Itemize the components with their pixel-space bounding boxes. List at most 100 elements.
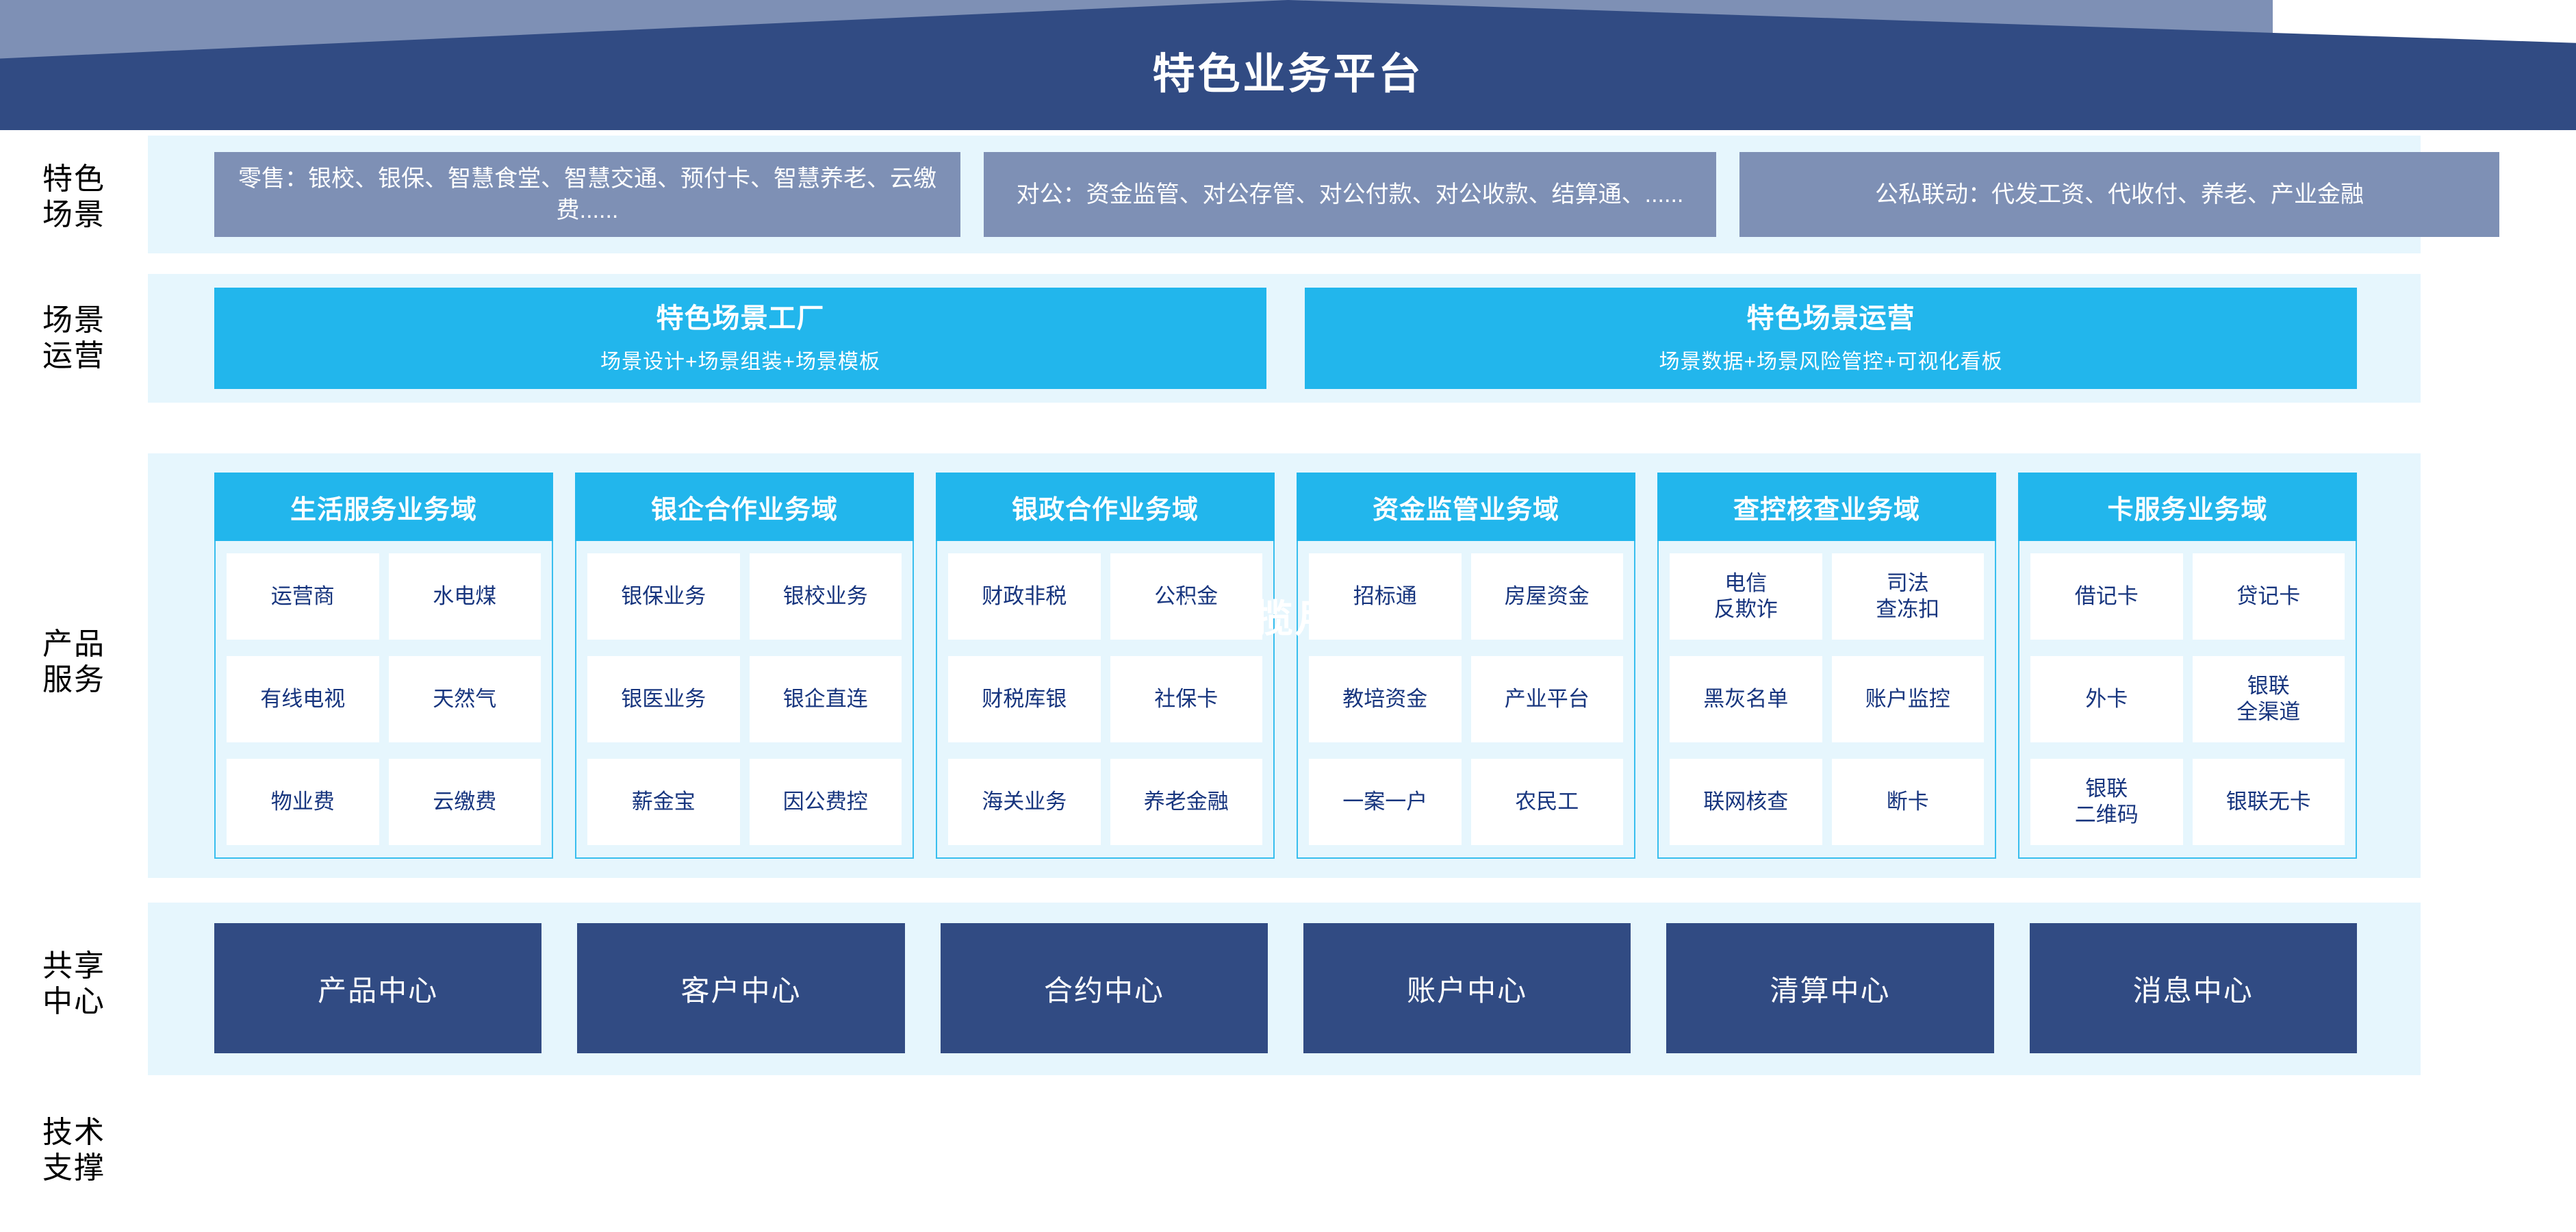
operations-subtitle: 场景设计+场景组装+场景模板 xyxy=(600,351,881,373)
shared-center-panel: 产品中心客户中心合约中心账户中心清算中心消息中心 xyxy=(148,903,2421,1075)
product-item-cell[interactable]: 财税库银 xyxy=(948,656,1101,742)
product-domain-column: 银政合作业务域财政非税公积金财税库银社保卡海关业务养老金融 xyxy=(936,473,1275,859)
product-item-cell[interactable]: 社保卡 xyxy=(1110,656,1262,742)
product-item-row: 外卡银联全渠道 xyxy=(2030,656,2345,742)
shared-center-row: 产品中心客户中心合约中心账户中心清算中心消息中心 xyxy=(214,923,2357,1053)
product-domain-items: 财政非税公积金财税库银社保卡海关业务养老金融 xyxy=(936,541,1275,859)
product-item-cell[interactable]: 房屋资金 xyxy=(1470,553,1623,640)
product-domain-column: 生活服务业务域运营商水电煤有线电视天然气物业费云缴费 xyxy=(214,473,553,859)
product-domain-items: 借记卡贷记卡外卡银联全渠道银联二维码银联无卡 xyxy=(2018,541,2357,859)
scenario-box-row: 零售：银校、银保、智慧食堂、智慧交通、预付卡、智慧养老、云缴费...... 对公… xyxy=(214,152,2499,237)
product-domain-title[interactable]: 银企合作业务域 xyxy=(575,473,914,541)
rail-label-product: 产品 服务 xyxy=(0,627,148,698)
operations-box-scene-factory[interactable]: 特色场景工厂 场景设计+场景组装+场景模板 xyxy=(214,288,1266,389)
product-item-row: 银保业务银校业务 xyxy=(587,553,902,640)
product-item-row: 电信反欺诈司法查冻扣 xyxy=(1670,553,1984,640)
scenario-box-public-private[interactable]: 公私联动：代发工资、代收付、养老、产业金融 xyxy=(1739,152,2499,237)
shared-center-box[interactable]: 客户中心 xyxy=(577,923,905,1053)
rail-label-shared-line1: 共享 xyxy=(42,949,105,983)
product-domain-column: 资金监管业务域招标通房屋资金教培资金产业平台一案一户农民工 xyxy=(1297,473,1635,859)
product-item-cell[interactable]: 教培资金 xyxy=(1309,656,1462,742)
product-item-cell[interactable]: 银医业务 xyxy=(587,656,740,742)
operations-box-scene-operation[interactable]: 特色场景运营 场景数据+场景风险管控+可视化看板 xyxy=(1305,288,2357,389)
product-item-cell[interactable]: 农民工 xyxy=(1470,759,1623,845)
scenario-panel: 零售：银校、银保、智慧食堂、智慧交通、预付卡、智慧养老、云缴费...... 对公… xyxy=(148,136,2499,253)
product-item-cell[interactable]: 因公费控 xyxy=(749,759,902,845)
shared-center-box[interactable]: 合约中心 xyxy=(940,923,1268,1053)
rail-label-scenario: 特色 场景 xyxy=(0,162,148,233)
product-item-cell[interactable]: 财政非税 xyxy=(948,553,1101,640)
product-item-cell[interactable]: 借记卡 xyxy=(2030,553,2183,640)
product-item-cell[interactable]: 公积金 xyxy=(1110,553,1262,640)
product-item-cell[interactable]: 薪金宝 xyxy=(587,759,740,845)
product-domain-title[interactable]: 银政合作业务域 xyxy=(936,473,1275,541)
product-item-cell[interactable]: 贷记卡 xyxy=(2192,553,2345,640)
rail-label-scenario-line1: 特色 xyxy=(42,162,105,196)
product-item-cell[interactable]: 银企直连 xyxy=(749,656,902,742)
product-item-cell[interactable]: 银校业务 xyxy=(749,553,902,640)
product-domain-column: 卡服务业务域借记卡贷记卡外卡银联全渠道银联二维码银联无卡 xyxy=(2018,473,2357,859)
shared-center-box[interactable]: 消息中心 xyxy=(2029,923,2357,1053)
product-item-cell[interactable]: 水电煤 xyxy=(388,553,541,640)
operations-title: 特色场景工厂 xyxy=(656,303,825,334)
rail-label-product-line1: 产品 xyxy=(42,627,105,661)
rail-label-tech: 技术 支撑 xyxy=(0,1115,148,1186)
product-item-cell[interactable]: 云缴费 xyxy=(388,759,541,845)
product-item-cell[interactable]: 运营商 xyxy=(227,553,379,640)
product-item-cell[interactable]: 司法查冻扣 xyxy=(1831,553,1984,640)
shared-center-box[interactable]: 账户中心 xyxy=(1303,923,1631,1053)
operations-box-row: 特色场景工厂 场景设计+场景组装+场景模板 特色场景运营 场景数据+场景风险管控… xyxy=(214,288,2357,389)
product-domain-column: 查控核查业务域电信反欺诈司法查冻扣黑灰名单账户监控联网核查断卡 xyxy=(1657,473,1996,859)
rail-label-scenario-line2: 场景 xyxy=(42,197,105,231)
product-item-cell[interactable]: 银联二维码 xyxy=(2030,759,2183,845)
product-item-cell[interactable]: 银联无卡 xyxy=(2192,759,2345,845)
product-item-row: 联网核查断卡 xyxy=(1670,759,1984,845)
product-item-cell[interactable]: 产业平台 xyxy=(1470,656,1623,742)
product-item-row: 薪金宝因公费控 xyxy=(587,759,902,845)
shared-center-box[interactable]: 产品中心 xyxy=(214,923,542,1053)
product-item-cell[interactable]: 外卡 xyxy=(2030,656,2183,742)
product-domain-title[interactable]: 资金监管业务域 xyxy=(1297,473,1635,541)
product-item-cell[interactable]: 一案一户 xyxy=(1309,759,1462,845)
operations-title: 特色场景运营 xyxy=(1746,303,1915,334)
tech-support-bar[interactable]: 九天揽月+AI xyxy=(0,0,2273,640)
product-domain-title[interactable]: 生活服务业务域 xyxy=(214,473,553,541)
product-item-row: 银联二维码银联无卡 xyxy=(2030,759,2345,845)
rail-label-shared: 共享 中心 xyxy=(0,948,148,1020)
product-item-cell[interactable]: 电信反欺诈 xyxy=(1670,553,1822,640)
product-item-cell[interactable]: 有线电视 xyxy=(227,656,379,742)
page-title: 特色业务平台 xyxy=(1152,51,1424,98)
product-domain-row: 生活服务业务域运营商水电煤有线电视天然气物业费云缴费银企合作业务域银保业务银校业… xyxy=(214,473,2357,859)
product-item-row: 海关业务养老金融 xyxy=(948,759,1262,845)
product-item-row: 黑灰名单账户监控 xyxy=(1670,656,1984,742)
product-item-cell[interactable]: 养老金融 xyxy=(1110,759,1262,845)
product-item-cell[interactable]: 物业费 xyxy=(227,759,379,845)
product-item-row: 有线电视天然气 xyxy=(227,656,541,742)
product-item-cell[interactable]: 联网核查 xyxy=(1670,759,1822,845)
rail-label-tech-line2: 支撑 xyxy=(42,1151,105,1185)
product-domain-items: 电信反欺诈司法查冻扣黑灰名单账户监控联网核查断卡 xyxy=(1657,541,1996,859)
product-item-cell[interactable]: 招标通 xyxy=(1309,553,1462,640)
scenario-box-corporate[interactable]: 对公：资金监管、对公存管、对公付款、对公收款、结算通、...... xyxy=(984,152,1716,237)
product-domain-items: 招标通房屋资金教培资金产业平台一案一户农民工 xyxy=(1297,541,1635,859)
product-item-cell[interactable]: 账户监控 xyxy=(1831,656,1984,742)
product-item-cell[interactable]: 海关业务 xyxy=(948,759,1101,845)
product-item-row: 招标通房屋资金 xyxy=(1309,553,1623,640)
product-item-cell[interactable]: 黑灰名单 xyxy=(1670,656,1822,742)
product-item-row: 教培资金产业平台 xyxy=(1309,656,1623,742)
product-item-row: 物业费云缴费 xyxy=(227,759,541,845)
product-item-cell[interactable]: 银联全渠道 xyxy=(2192,656,2345,742)
product-item-cell[interactable]: 天然气 xyxy=(388,656,541,742)
rail-label-operations: 场景 运营 xyxy=(0,303,148,374)
rail-label-tech-line1: 技术 xyxy=(42,1116,105,1149)
product-item-cell[interactable]: 断卡 xyxy=(1831,759,1984,845)
scenario-box-retail[interactable]: 零售：银校、银保、智慧食堂、智慧交通、预付卡、智慧养老、云缴费...... xyxy=(214,152,960,237)
product-item-row: 财政非税公积金 xyxy=(948,553,1262,640)
platform-roof-banner: 特色业务平台 xyxy=(0,0,2576,130)
product-domain-title[interactable]: 卡服务业务域 xyxy=(2018,473,2357,541)
product-domain-title[interactable]: 查控核查业务域 xyxy=(1657,473,1996,541)
product-item-cell[interactable]: 银保业务 xyxy=(587,553,740,640)
shared-center-box[interactable]: 清算中心 xyxy=(1666,923,1994,1053)
